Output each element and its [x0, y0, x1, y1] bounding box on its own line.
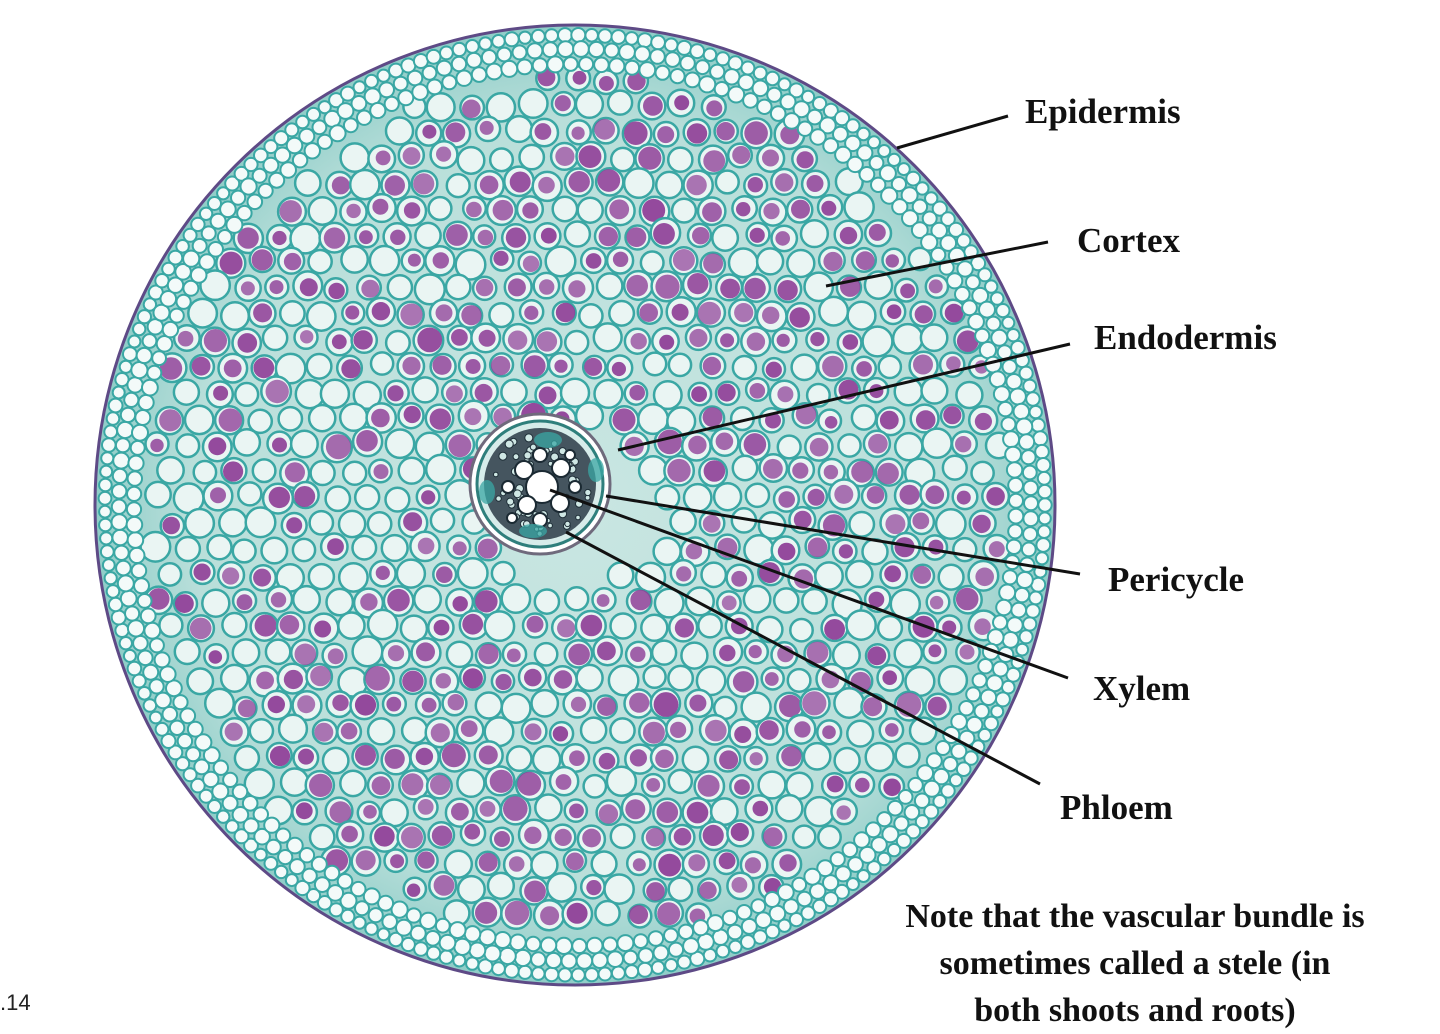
endodermis-leader-line: [617, 342, 1071, 452]
stele: [468, 412, 612, 556]
xylem-leader-line: [549, 488, 1069, 680]
phloem-label: Phloem: [1060, 788, 1173, 827]
phloem-patches: [479, 432, 604, 538]
leader-lines: [549, 114, 1081, 786]
xylem-vessels: [501, 447, 582, 528]
note-line-3: both shoots and roots): [974, 992, 1296, 1029]
pericycle-leader-line: [605, 494, 1081, 576]
pericycle-label: Pericycle: [1108, 560, 1245, 599]
endodermis-label: Endodermis: [1094, 318, 1277, 357]
figure-number: .14: [0, 990, 31, 1015]
cortex-label: Cortex: [1077, 221, 1181, 260]
note-line-1: Note that the vascular bundle is: [905, 898, 1365, 935]
cortex-leader-line: [825, 240, 1049, 288]
note-line-2: sometimes called a stele (in: [939, 945, 1331, 982]
xylem-label: Xylem: [1093, 669, 1191, 708]
stele-note: Note that the vascular bundle is sometim…: [860, 893, 1410, 1034]
phloem-leader-line: [565, 530, 1041, 786]
epidermis-cells: [97, 27, 1053, 983]
epidermis-leader-line: [896, 114, 1009, 150]
epidermis-label: Epidermis: [1025, 92, 1181, 131]
